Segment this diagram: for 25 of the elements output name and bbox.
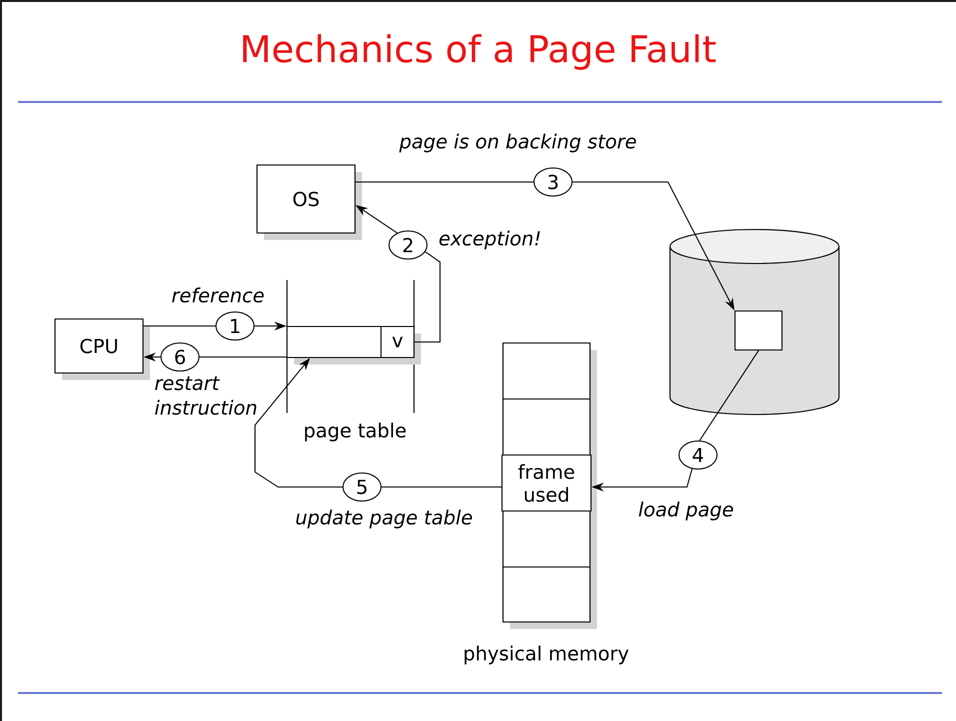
node-caption: page table (305, 422, 406, 442)
annotation-text: load page (638, 502, 734, 520)
annotation-text: page is on backing store (399, 134, 636, 152)
slide-title: Mechanics of a Page Fault (243, 34, 716, 70)
memory-frame (502, 398, 591, 456)
memory-frame (502, 342, 591, 400)
annotation-text: update page table (296, 510, 472, 528)
step-number: 1 (215, 311, 255, 341)
node-caption: physical memory (464, 646, 628, 664)
memory-frame: frame used (501, 454, 592, 512)
memory-frame (502, 566, 591, 623)
valid-bit-box: v (380, 326, 415, 358)
step-number: 4 (678, 440, 718, 470)
annotation-text: restart instruction (155, 376, 256, 415)
process-box: OS (256, 164, 362, 240)
annotation-text: exception! (439, 230, 540, 250)
process-box: CPU (54, 318, 150, 380)
step-number: 3 (533, 167, 573, 197)
annotation-text: reference (172, 288, 264, 302)
disk-cylinder (669, 228, 840, 416)
step-number: 5 (342, 472, 382, 502)
step-number: 6 (160, 342, 200, 372)
disk-block (734, 310, 783, 351)
memory-frame (502, 510, 591, 568)
step-number: 2 (388, 230, 428, 260)
